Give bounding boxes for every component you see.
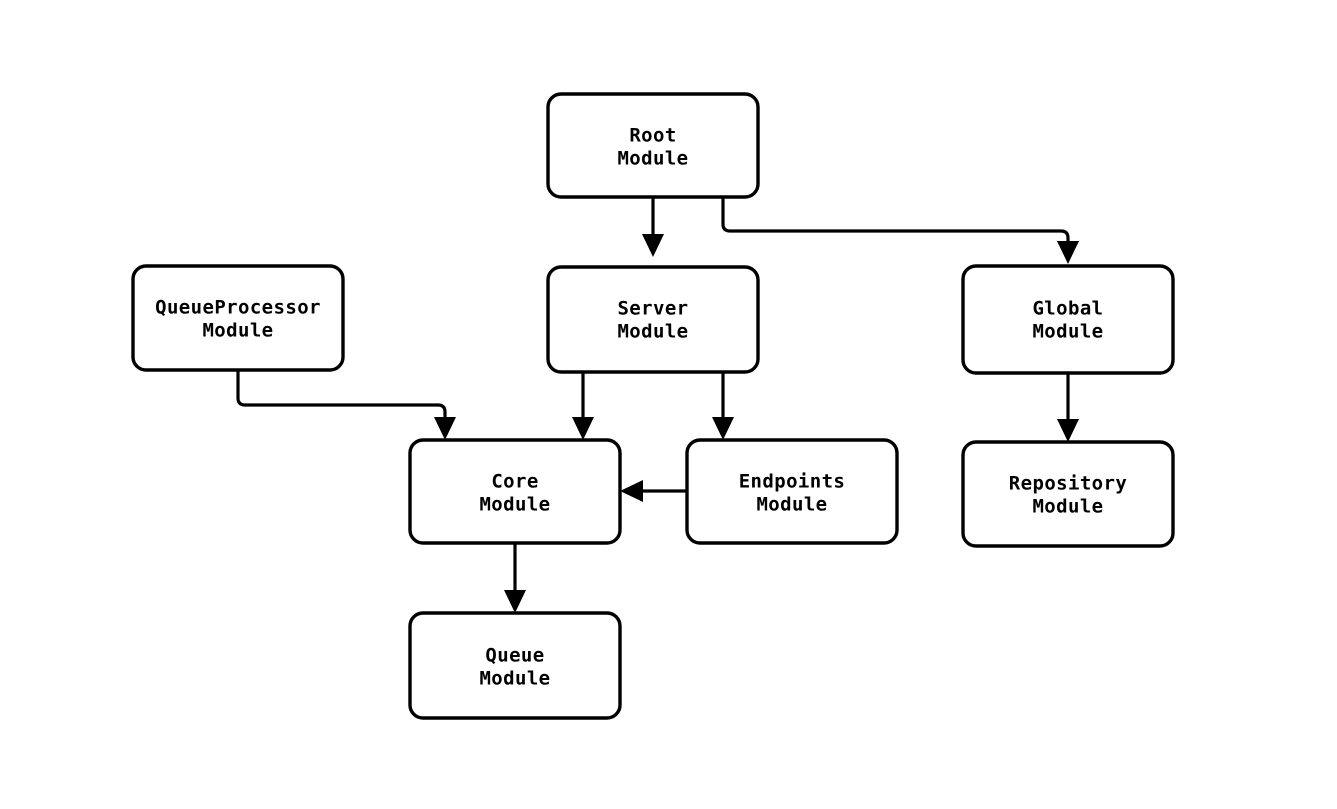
node-root-module-label-line1: Root [629,125,676,147]
node-global-module-label-line2: Module [1032,321,1103,343]
node-queueprocessor-module-label-line2: Module [202,320,273,342]
node-server-module[interactable]: Server Module [546,265,760,374]
edge-endpoints-to-core-arrowhead [620,480,643,502]
edge-global-to-repository [1057,373,1079,442]
edge-core-to-queue-arrowhead [504,590,526,613]
node-queueprocessor-module-label-line1: QueueProcessor [155,297,321,319]
node-core-module-label-line2: Module [479,494,550,516]
edge-layer [236,197,1079,613]
node-queue-module-label-line1: Queue [485,645,544,667]
edge-server-to-endpoints [712,372,734,440]
edge-queueprocessor-to-core-line [236,370,447,426]
edge-root-to-global [721,197,1079,264]
edge-root-to-global-line [721,197,1070,250]
edge-root-to-server [642,197,664,257]
node-root-module-label-line2: Module [617,148,688,170]
node-core-module-box[interactable] [408,438,622,545]
node-endpoints-module-box[interactable] [685,438,899,545]
edge-global-to-repository-arrowhead [1057,419,1079,442]
node-queue-module[interactable]: Queue Module [408,611,622,720]
node-root-module-box[interactable] [546,92,760,199]
edge-server-to-endpoints-arrowhead [712,417,734,440]
edge-root-to-server-arrowhead [642,234,664,257]
node-server-module-label-line1: Server [617,298,688,320]
node-endpoints-module-label-line2: Module [756,494,827,516]
node-repository-module-label-line2: Module [1032,496,1103,518]
node-core-module[interactable]: Core Module [408,438,622,545]
edge-server-to-core-arrowhead [572,417,594,440]
node-server-module-box[interactable] [546,265,760,374]
edge-root-to-global-arrowhead [1057,241,1079,264]
node-endpoints-module-label-line1: Endpoints [739,471,846,493]
edge-queueprocessor-to-core [236,370,456,440]
node-queue-module-box[interactable] [408,611,622,720]
edge-queueprocessor-to-core-arrowhead [434,417,456,440]
node-global-module-label-line1: Global [1032,298,1103,320]
node-global-module-box[interactable] [961,264,1175,375]
node-repository-module-label-line1: Repository [1009,473,1127,495]
node-endpoints-module[interactable]: Endpoints Module [685,438,899,545]
node-queueprocessor-module[interactable]: QueueProcessor Module [131,264,345,372]
edge-core-to-queue [504,543,526,613]
node-global-module[interactable]: Global Module [961,264,1175,375]
node-queue-module-label-line2: Module [479,668,550,690]
node-root-module[interactable]: Root Module [546,92,760,199]
node-repository-module-box[interactable] [961,440,1175,548]
node-server-module-label-line2: Module [617,321,688,343]
node-queueprocessor-module-box[interactable] [131,264,345,372]
node-core-module-label-line1: Core [491,471,538,493]
node-layer: Root Module QueueProcessor Module Server… [131,92,1175,720]
edge-endpoints-to-core [620,480,687,502]
node-repository-module[interactable]: Repository Module [961,440,1175,548]
edge-server-to-core [572,372,594,440]
